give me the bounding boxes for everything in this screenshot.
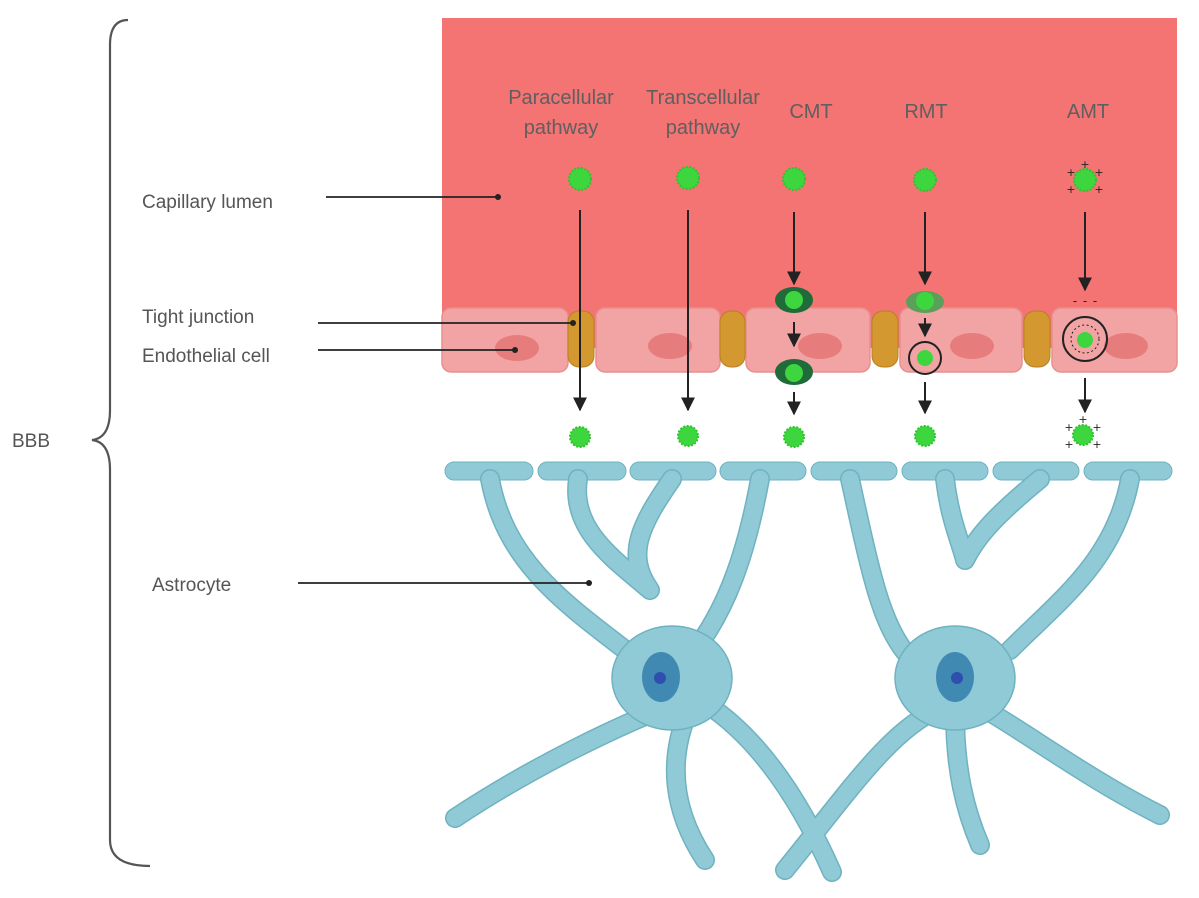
molecule-icon (1073, 168, 1097, 192)
molecule-icon (569, 426, 591, 448)
amt-charges-bottom: + + + + + (1064, 413, 1101, 451)
pointer-dot (586, 580, 592, 586)
charge-plus: + (1064, 438, 1073, 451)
pathway-title-amt: AMT (1067, 101, 1109, 123)
astrocyte-nucleolus (654, 672, 666, 684)
endothelial-nucleus (648, 333, 692, 359)
charge-minus: - (1093, 294, 1097, 308)
molecule-icon (783, 426, 805, 448)
molecule-icon (913, 168, 937, 192)
label-astrocyte: Astrocyte (152, 575, 231, 596)
endothelial-nucleus (950, 333, 994, 359)
label-capillary-lumen: Capillary lumen (142, 192, 273, 213)
pathway-title-paracellular-line2: pathway (524, 117, 599, 139)
pathway-title-paracellular-line1: Paracellular (508, 87, 614, 109)
charge-plus: + (1092, 438, 1101, 451)
lumen-molecules (568, 166, 1097, 192)
endothelial-nucleus (1104, 333, 1148, 359)
bbb-brace (91, 18, 151, 868)
brain-side-molecules (569, 424, 1094, 448)
amt-charges-top: + + + + + (1066, 158, 1103, 196)
membrane-charges: - - - (1073, 294, 1097, 308)
molecule-icon (914, 425, 936, 447)
molecule-icon (1072, 424, 1094, 446)
molecule-icon (782, 167, 806, 191)
charge-plus: + (1066, 183, 1075, 196)
charged-vesicle-icon (1062, 316, 1108, 362)
label-endothelial-cell: Endothelial cell (142, 346, 270, 367)
carrier-protein-icon (775, 359, 813, 385)
molecule-icon (676, 166, 700, 190)
charge-plus: + (1094, 166, 1103, 179)
label-tight-junction: Tight junction (142, 307, 254, 328)
receptor-icon (906, 291, 944, 313)
pointer-dot (570, 320, 576, 326)
endothelial-layer (441, 307, 1178, 373)
charge-minus: - (1083, 294, 1087, 308)
astrocytes (444, 461, 1173, 882)
molecule-icon (677, 425, 699, 447)
pointer-dot (512, 347, 518, 353)
tight-junction (719, 310, 746, 368)
astrocyte-nucleolus (951, 672, 963, 684)
charge-plus: + (1080, 158, 1089, 171)
pointer-dot (495, 194, 501, 200)
pathway-title-rmt: RMT (904, 101, 947, 123)
pathway-title-transcellular-line2: pathway (666, 117, 741, 139)
tight-junction (1023, 310, 1051, 368)
bbb-label: BBB (12, 431, 50, 452)
endothelial-nucleus (798, 333, 842, 359)
pathway-title-transcellular-line1: Transcellular (646, 87, 760, 109)
tight-junction (871, 310, 899, 368)
receptor-vesicle-icon (908, 341, 942, 375)
carrier-protein-icon (775, 287, 813, 313)
molecule-icon (568, 167, 592, 191)
charge-plus: + (1078, 413, 1087, 426)
charge-plus: + (1092, 421, 1101, 434)
charge-plus: + (1094, 183, 1103, 196)
charge-plus: + (1066, 166, 1075, 179)
pathway-title-cmt: CMT (789, 101, 832, 123)
charge-plus: + (1064, 421, 1073, 434)
charge-minus: - (1073, 294, 1077, 308)
